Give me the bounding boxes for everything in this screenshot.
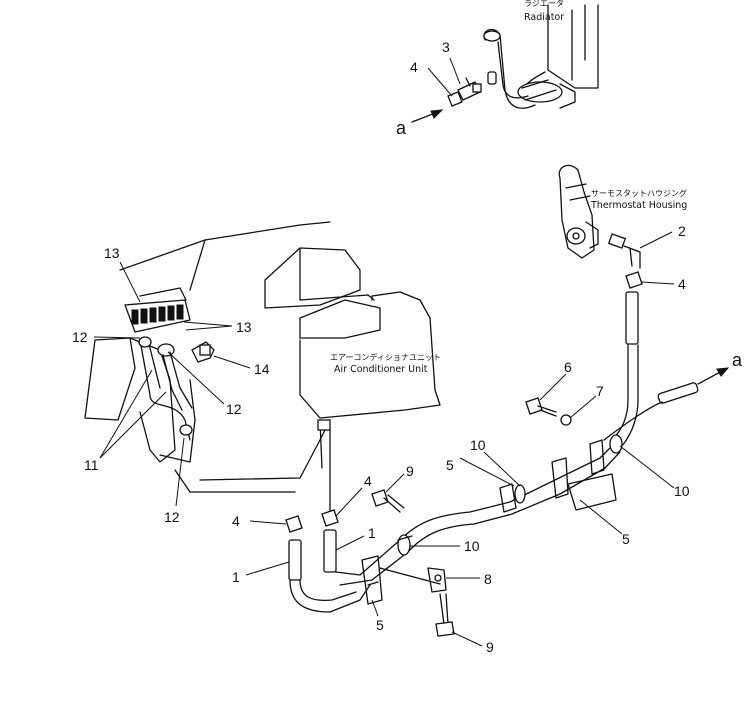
callout-10-right: 10 — [674, 483, 690, 499]
callout-6: 6 — [564, 359, 572, 375]
callout-5-middle: 5 — [446, 457, 454, 473]
heater-core — [84, 287, 215, 463]
hose-1-left — [288, 539, 371, 613]
callout-4-left: 4 — [232, 513, 240, 529]
aircon-label-jp: エアーコンディショナユニット — [330, 352, 441, 362]
nut-4-left — [285, 515, 303, 533]
thermostat-label-jp: サーモスタットハウジング — [591, 188, 687, 198]
bolt-9-bottom — [435, 593, 455, 637]
thermostat-label-en: Thermostat Housing — [590, 200, 687, 211]
callout-7: 7 — [596, 383, 604, 399]
callout-9-bottom: 9 — [486, 639, 494, 655]
radiator-label-jp: ラジエータ — [524, 0, 564, 8]
callout-8: 8 — [484, 571, 492, 587]
callout-5-right: 5 — [622, 531, 630, 547]
callout-5-lower: 5 — [376, 617, 384, 633]
callout-11: 11 — [84, 457, 99, 473]
callout-13-right: 13 — [236, 319, 252, 335]
arrow-a-right: a — [697, 350, 743, 385]
air-conditioner-unit: エアーコンディショナユニット Air Conditioner Unit — [119, 221, 441, 493]
callout-2: 2 — [678, 223, 686, 239]
radiator-hose — [483, 28, 536, 109]
bolt-6 — [525, 397, 557, 417]
callout-14: 14 — [254, 361, 270, 377]
clamp-10-bottom — [397, 534, 413, 556]
thermostat-housing: サーモスタットハウジング Thermostat Housing — [558, 164, 687, 259]
callout-13-top: 13 — [104, 245, 120, 261]
radiator-label-en: Radiator — [524, 12, 564, 23]
washer-7 — [560, 414, 572, 426]
callout-4-middle: 4 — [364, 473, 372, 489]
fitting-3 — [457, 77, 482, 101]
arrow-a-left: a — [396, 109, 444, 138]
callout-4-top: 4 — [410, 59, 418, 75]
hose-to-a — [603, 382, 699, 441]
aircon-label-en: Air Conditioner Unit — [334, 364, 428, 375]
callout-12-bottom: 12 — [164, 509, 180, 525]
callout-1-left: 1 — [232, 569, 240, 585]
heater-fins — [131, 304, 184, 325]
callout-12-right: 12 — [226, 401, 242, 417]
callout-4-right: 4 — [678, 276, 686, 292]
callout-1-middle: 1 — [368, 525, 376, 541]
nut-4-middle — [321, 509, 339, 527]
bracket-5-lower — [361, 555, 383, 605]
nut-4-right — [625, 271, 643, 289]
callout-3: 3 — [442, 39, 450, 55]
bracket-8 — [379, 567, 447, 593]
callout-12-left: 12 — [72, 329, 88, 345]
arrow-a-right-label: a — [732, 350, 743, 370]
fitting-2 — [607, 233, 641, 269]
callout-9-top: 9 — [406, 463, 414, 479]
bolt-9-top — [371, 489, 405, 513]
radiator: ラジエータ Radiator — [517, 0, 599, 109]
hose-1-middle — [323, 429, 337, 573]
callout-10-middle: 10 — [470, 437, 486, 453]
arrow-a-left-label: a — [396, 118, 407, 138]
clamp-10-middle — [499, 483, 526, 513]
clamp-10-right — [609, 434, 623, 454]
bracket-5-right — [551, 439, 617, 511]
callout-10-bottom: 10 — [464, 538, 480, 554]
